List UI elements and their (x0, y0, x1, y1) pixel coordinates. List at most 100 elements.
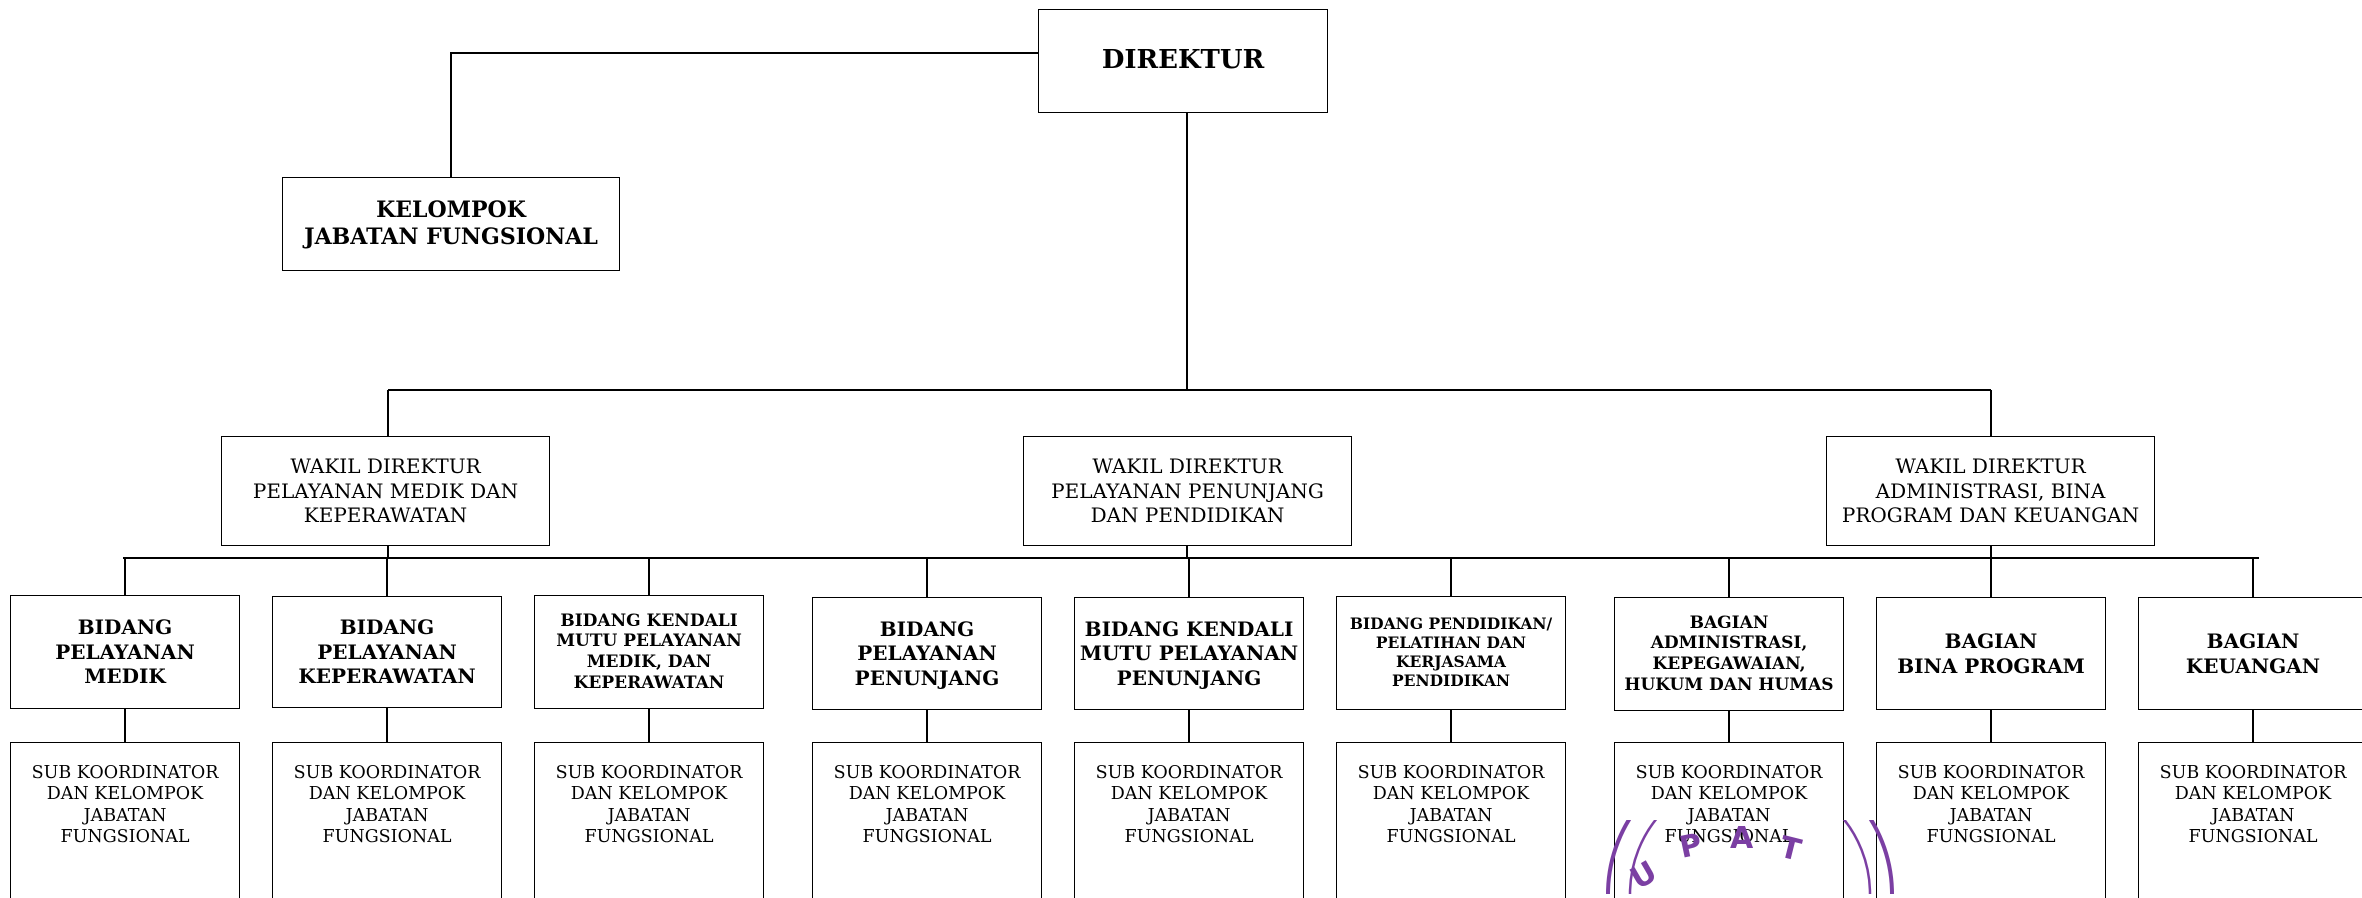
sub-coordinator-line: FUNGSIONAL (862, 827, 992, 848)
sub-coordinator-line: DAN KELOMPOK (848, 784, 1006, 805)
functional-group-line: KELOMPOK (376, 197, 526, 224)
deputy-line: WAKIL DIREKTUR (1895, 454, 2086, 479)
sub-coordinator-line: SUB KOORDINATOR (2159, 763, 2347, 783)
svg-text:A: A (1730, 821, 1754, 856)
unit-line: PENUNJANG (854, 665, 1000, 690)
sub-coordinator-line: SUB KOORDINATOR (1357, 763, 1545, 783)
sub-coordinator-line: FUNGSIONAL (322, 827, 452, 848)
deputy-box-support: WAKIL DIREKTUR PELAYANAN PENUNJANG DAN P… (1023, 436, 1352, 546)
sub-coordinator-line: DAN KELOMPOK (1372, 784, 1530, 805)
sub-coordinator-line: FUNGSIONAL (2188, 827, 2318, 848)
unit-line: MEDIK (84, 664, 166, 689)
sub-coordinator-line: SUB KOORDINATOR (555, 763, 743, 783)
unit-line: BIDANG (339, 615, 435, 640)
sub-coordinator-line: JABATAN (1949, 805, 2033, 826)
sub-coordinator-line: FUNGSIONAL (1926, 827, 2056, 848)
deputy-line: ADMINISTRASI, BINA (1875, 478, 2106, 503)
unit-line: BAGIAN (1944, 629, 2038, 654)
deputy-line: KEPERAWATAN (303, 503, 468, 528)
deputy-line: PELAYANAN MEDIK DAN (252, 478, 519, 503)
unit-line: KEPEGAWAIAN, (1652, 654, 1806, 674)
sub-coordinator-line: FUNGSIONAL (60, 827, 190, 848)
sub-coordinator-line: JABATAN (2211, 805, 2295, 826)
deputy-line: WAKIL DIREKTUR (1092, 454, 1283, 479)
unit-line: PELAYANAN (317, 639, 457, 664)
sub-coordinator-line: DAN KELOMPOK (46, 784, 204, 805)
sub-coordinator-line: SUB KOORDINATOR (1635, 763, 1823, 783)
unit-line: PELAYANAN (55, 639, 195, 664)
unit-line: BIDANG PENDIDIKAN/ (1349, 614, 1553, 634)
sub-coordinator-line: DAN KELOMPOK (2174, 784, 2332, 805)
functional-group-box: KELOMPOK JABATAN FUNGSIONAL (282, 177, 620, 271)
sub-coordinator-line: FUNGSIONAL (1124, 827, 1254, 848)
sub-coordinator-line: DAN KELOMPOK (1650, 784, 1808, 805)
sub-coordinator-line: SUB KOORDINATOR (1897, 763, 2085, 783)
sub-coordinator-line: DAN KELOMPOK (570, 784, 728, 805)
sub-coordinator-line: SUB KOORDINATOR (293, 763, 481, 783)
unit-line: BIDANG (77, 615, 173, 640)
sub-coordinator-line: JABATAN (1147, 805, 1231, 826)
deputy-line: WAKIL DIREKTUR (290, 454, 481, 479)
sub-coordinator-line: FUNGSIONAL (584, 827, 714, 848)
unit-line: PENUNJANG (1116, 665, 1262, 690)
sub-coordinator-line: SUB KOORDINATOR (1095, 763, 1283, 783)
sub-coordinator-line: FUNGSIONAL (1664, 827, 1794, 848)
unit-line: MUTU PELAYANAN (556, 631, 742, 652)
sub-coordinator-line: JABATAN (345, 805, 429, 826)
svg-text:T: T (1776, 830, 1805, 869)
unit-line: PENDIDIKAN (1391, 670, 1511, 690)
unit-line: MUTU PELAYANAN (1079, 641, 1299, 666)
sub-coordinator-line: SUB KOORDINATOR (31, 763, 219, 783)
unit-line: KERJASAMA (1396, 652, 1506, 671)
deputy-box-administration: WAKIL DIREKTUR ADMINISTRASI, BINA PROGRA… (1826, 436, 2155, 546)
svg-text:P: P (1676, 827, 1705, 866)
functional-group-line: JABATAN FUNGSIONAL (304, 224, 598, 250)
unit-line: HUKUM DAN HUMAS (1624, 674, 1834, 695)
unit-line: KEPERAWATAN (298, 664, 476, 689)
unit-line: BIDANG KENDALI (560, 610, 738, 631)
unit-line: BAGIAN (2206, 629, 2300, 654)
unit-line: BAGIAN (1689, 612, 1769, 633)
director-box: DIREKTUR (1038, 9, 1328, 113)
deputy-line: DAN PENDIDIKAN (1090, 503, 1285, 528)
sub-coordinator-line: DAN KELOMPOK (1110, 784, 1268, 805)
unit-line: KEPERAWATAN (573, 672, 725, 693)
sub-coordinator-line: DAN KELOMPOK (308, 784, 466, 805)
unit-line: PELATIHAN DAN (1375, 633, 1527, 653)
unit-line: BIDANG (879, 616, 975, 641)
sub-coordinator-line: JABATAN (885, 805, 969, 826)
unit-line: MEDIK, DAN (586, 652, 712, 672)
unit-line: BIDANG KENDALI (1084, 616, 1294, 641)
director-title: DIREKTUR (1101, 45, 1265, 76)
official-stamp: U P A T (1606, 820, 1894, 894)
sub-coordinator-line: JABATAN (1687, 805, 1771, 826)
unit-line: KEUANGAN (2185, 653, 2321, 678)
deputy-line: PELAYANAN PENUNJANG (1051, 478, 1324, 503)
unit-line: ADMINISTRASI, (1650, 633, 1808, 654)
sub-coordinator-line: SUB KOORDINATOR (833, 763, 1021, 783)
sub-coordinator-line: DAN KELOMPOK (1912, 784, 2070, 805)
sub-coordinator-line: JABATAN (1409, 805, 1493, 826)
sub-coordinator-line: FUNGSIONAL (1386, 827, 1516, 848)
unit-line: PELAYANAN (857, 641, 997, 666)
deputy-line: PROGRAM DAN KEUANGAN (1841, 503, 2140, 528)
sub-coordinator-line: JABATAN (607, 805, 691, 826)
